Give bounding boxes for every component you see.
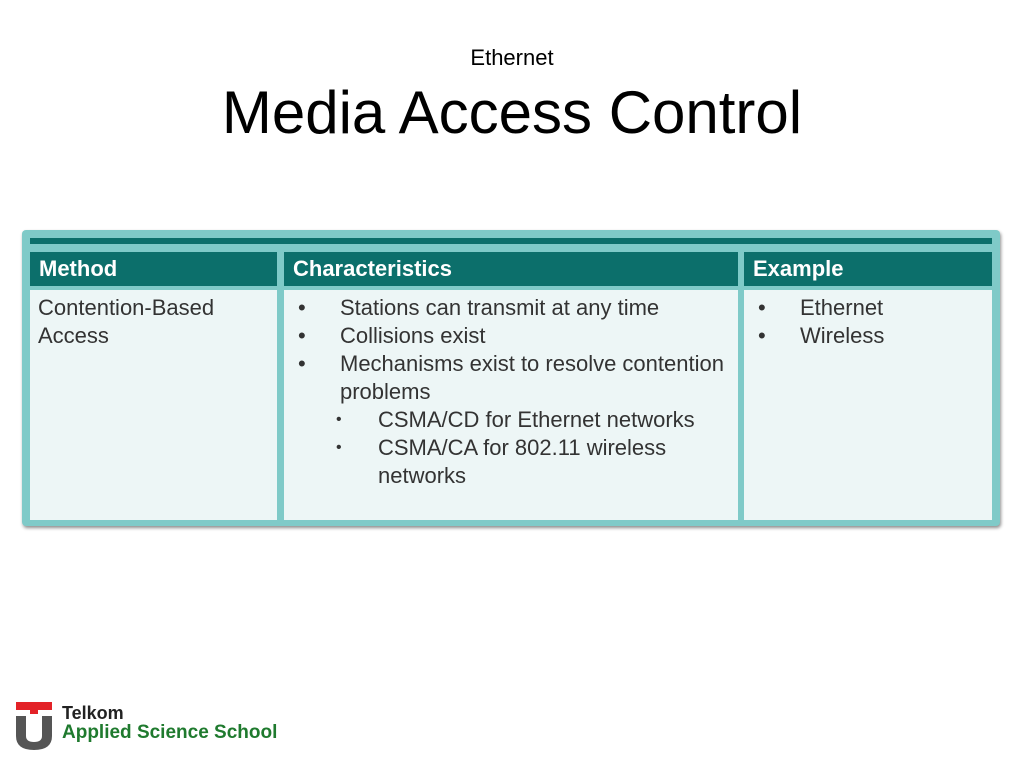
logo-text-telkom: Telkom <box>62 703 124 723</box>
slide-title: Media Access Control <box>221 79 803 146</box>
example-cell: • Ethernet • Wireless <box>744 290 992 520</box>
example-text: Ethernet <box>800 295 884 320</box>
telkom-logo: Telkom Applied Science School <box>14 698 284 754</box>
slide-subtitle: Ethernet <box>470 45 554 70</box>
method-text-line-1: Contention-Based <box>38 295 215 320</box>
example-column: Example • Ethernet • Wireless <box>744 252 992 520</box>
bullet-icon: • <box>336 411 342 428</box>
bullet-icon: • <box>758 323 766 348</box>
characteristic-text: CSMA/CD for Ethernet networks <box>378 407 695 432</box>
method-header: Method <box>30 252 277 286</box>
telkom-logo-icon <box>16 702 52 750</box>
characteristic-text: Collisions exist <box>340 323 486 348</box>
example-text: Wireless <box>800 323 885 348</box>
list-item: • Collisions exist <box>292 322 730 350</box>
list-item: • Wireless <box>752 322 984 350</box>
bullet-icon: • <box>298 351 306 376</box>
table-top-band <box>30 238 992 244</box>
method-text-line-2: Access <box>38 323 109 348</box>
characteristics-header: Characteristics <box>284 252 738 286</box>
logo-text-school: Applied Science School <box>62 722 278 743</box>
characteristic-text: CSMA/CA for 802.11 wireless networks <box>378 435 667 488</box>
method-cell: Contention-Based Access <box>30 290 277 520</box>
characteristic-text: Mechanisms exist to resolve contention p… <box>340 351 724 404</box>
characteristic-text: Stations can transmit at any time <box>340 295 660 320</box>
bullet-icon: • <box>298 323 306 348</box>
list-item: • CSMA/CA for 802.11 wireless networks <box>292 434 730 490</box>
comparison-table: Method Contention-Based Access Character… <box>22 230 1000 526</box>
list-item: • Ethernet <box>752 294 984 322</box>
bullet-icon: • <box>336 439 342 456</box>
characteristics-column: Characteristics • Stations can transmit … <box>284 252 738 520</box>
characteristics-cell: • Stations can transmit at any time • Co… <box>284 290 738 520</box>
list-item: • Mechanisms exist to resolve contention… <box>292 350 730 406</box>
method-column: Method Contention-Based Access <box>30 252 277 520</box>
characteristics-list: • Stations can transmit at any time • Co… <box>292 294 730 490</box>
list-item: • CSMA/CD for Ethernet networks <box>292 406 730 434</box>
bullet-icon: • <box>298 295 306 320</box>
list-item: • Stations can transmit at any time <box>292 294 730 322</box>
example-list: • Ethernet • Wireless <box>752 294 984 350</box>
example-header: Example <box>744 252 992 286</box>
bullet-icon: • <box>758 295 766 320</box>
